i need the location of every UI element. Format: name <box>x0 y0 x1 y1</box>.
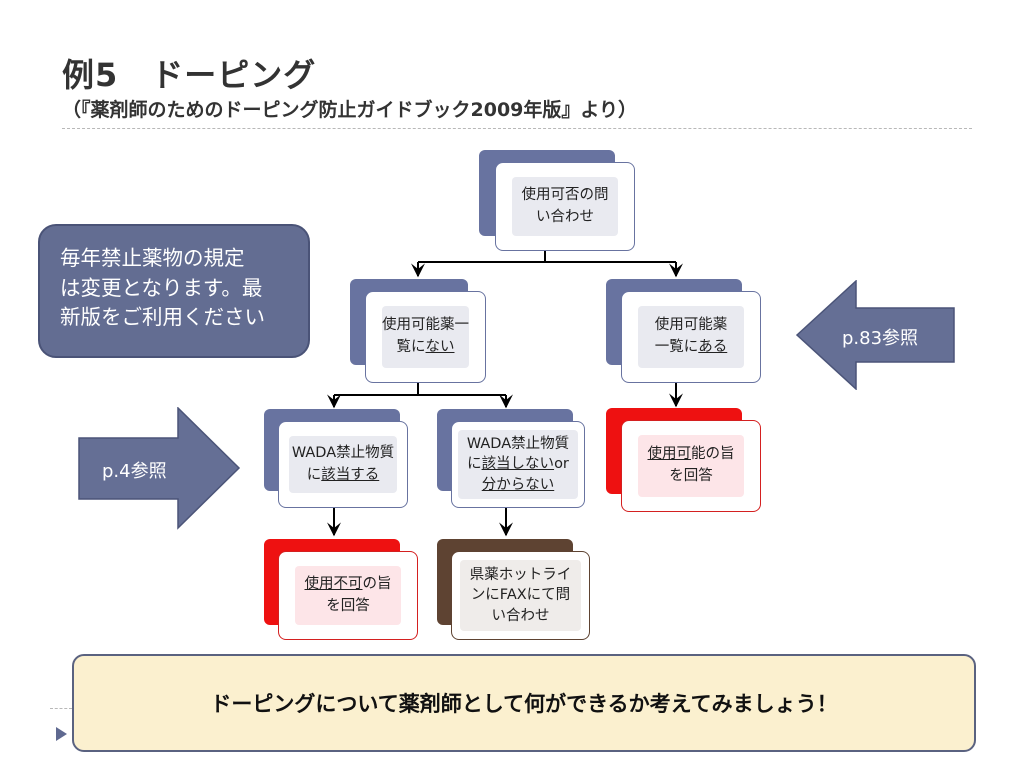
node-not-listed: 使用可能薬一 覧にない <box>350 279 486 383</box>
node-listed-text: 使用可能薬 一覧にある <box>638 306 744 368</box>
node-wada-no-match: WADA禁止物質 に該当しないor 分からない <box>437 409 585 508</box>
header-divider <box>62 128 972 129</box>
slide-title: 例5 ドーピング <box>62 56 317 94</box>
node-answer-usable-text: 使用可能の旨 を回答 <box>638 435 744 497</box>
node-answer-prohibited-text: 使用不可の旨 を回答 <box>295 566 401 625</box>
node-inquiry-text: 使用可否の問 い合わせ <box>512 177 618 236</box>
ref-arrow-p4: p.4参照 <box>78 407 241 530</box>
left-arrow-icon <box>796 280 955 390</box>
note-callout: 毎年禁止薬物の規定 は変更となります。最 新版をご利用ください <box>38 224 310 358</box>
node-wada-match: WADA禁止物質 に該当する <box>264 409 408 508</box>
slide-subtitle: （『薬剤師のためのドーピング防止ガイドブック2009年版』より） <box>62 99 638 121</box>
node-wada-no-match-text: WADA禁止物質 に該当しないor 分からない <box>458 430 578 499</box>
bullet-triangle-icon <box>56 727 67 741</box>
node-inquiry: 使用可否の問 い合わせ <box>479 150 635 251</box>
node-not-listed-text: 使用可能薬一 覧にない <box>382 306 469 368</box>
ref-arrow-p83: p.83参照 <box>796 280 956 390</box>
node-answer-usable: 使用可能の旨 を回答 <box>606 408 761 512</box>
discussion-prompt: ドーピングについて薬剤師として何ができるか考えてみましょう！ <box>72 654 976 752</box>
node-hotline-text: 県薬ホットライ ンにFAXにて問 い合わせ <box>460 560 581 631</box>
footer-divider <box>50 708 72 709</box>
node-hotline: 県薬ホットライ ンにFAXにて問 い合わせ <box>437 539 590 640</box>
node-wada-match-text: WADA禁止物質 に該当する <box>289 436 397 493</box>
right-arrow-icon <box>78 407 241 530</box>
node-listed: 使用可能薬 一覧にある <box>606 279 761 383</box>
node-answer-prohibited: 使用不可の旨 を回答 <box>264 539 418 640</box>
